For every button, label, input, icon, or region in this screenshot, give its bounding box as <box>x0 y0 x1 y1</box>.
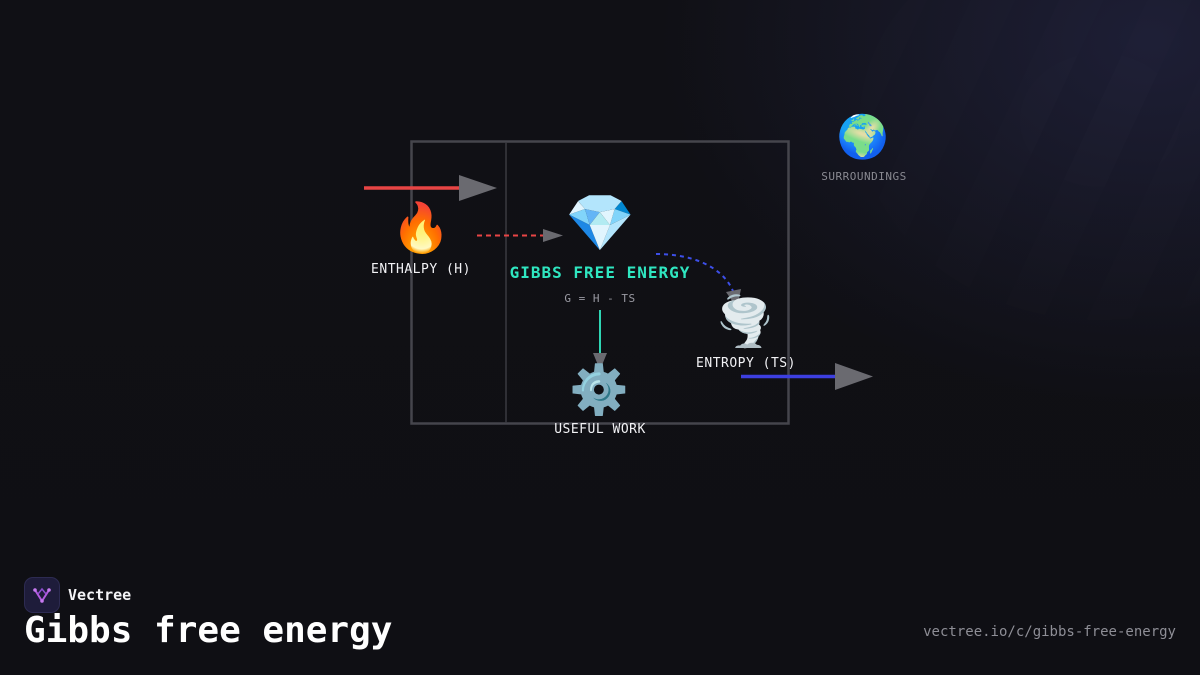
gem-icon: 💎 <box>565 191 635 256</box>
globe-icon: 🌍 <box>836 112 890 161</box>
brand-name: Vectree <box>68 586 132 604</box>
enthalpy-to-gibbs-arrowhead <box>543 229 563 242</box>
surroundings-label: SURROUNDINGS <box>821 170 907 183</box>
heat-input-arrowhead <box>459 175 497 201</box>
gibbs-formula: G = H - TS <box>564 292 636 305</box>
useful-work-label: USEFUL WORK <box>554 422 646 437</box>
page-url-link[interactable]: vectree.io/c/gibbs-free-energy <box>923 624 1176 640</box>
brand[interactable]: Vectree <box>24 577 131 613</box>
gibbs-title: GIBBS FREE ENERGY <box>509 263 691 282</box>
tornado-icon: 🌪️ <box>715 294 775 350</box>
fire-icon: 🔥 <box>391 200 451 256</box>
gibbs-to-entropy-arrowhead <box>726 289 741 308</box>
entropy-label: ENTROPY (TS) <box>696 356 796 371</box>
system-boundary <box>410 140 790 425</box>
enthalpy-label: ENTHALPY (H) <box>371 262 471 277</box>
entropy-output-arrowhead <box>835 363 873 390</box>
page-title: Gibbs free energy <box>24 610 393 651</box>
gibbs-to-work-arrowhead <box>593 353 607 370</box>
gear-icon: ⚙️ <box>569 362 629 418</box>
vectree-logo-icon <box>24 577 60 613</box>
